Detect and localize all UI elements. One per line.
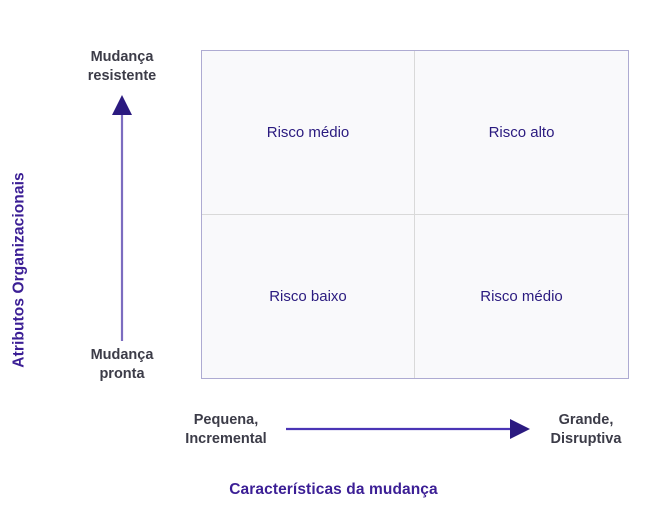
quadrant-top-left-label: Risco médio <box>266 123 350 141</box>
quadrant-top-right[interactable]: Risco alto <box>415 51 628 215</box>
y-axis-title: Atributos Organizacionais <box>0 150 40 390</box>
x-axis-right-label: Grande, Disruptiva <box>511 411 661 449</box>
y-axis-title-label: Atributos Organizacionais <box>11 172 29 368</box>
y-axis-top-label: Mudança resistente <box>57 48 187 85</box>
y-axis-bottom-label-line2: pronta <box>99 365 145 382</box>
x-axis-left-label: Pequena, Incremental <box>151 411 301 449</box>
x-axis-right-label-line1: Grande, <box>558 412 614 428</box>
quadrant-top-left[interactable]: Risco médio <box>202 51 415 215</box>
y-axis-top-label-line1: Mudança <box>90 49 154 65</box>
quadrant-bottom-right-label: Risco médio <box>480 287 563 305</box>
quadrant-top-right-label: Risco alto <box>488 123 555 141</box>
x-axis-right-label-line2: Disruptiva <box>550 430 622 447</box>
x-axis-title: Características da mudança <box>229 481 438 498</box>
quadrant-bottom-left[interactable]: Risco baixo <box>202 214 415 378</box>
quadrant-bottom-left-label: Risco baixo <box>269 287 347 305</box>
y-axis-bottom-label-line1: Mudança <box>90 347 154 363</box>
x-axis-left-label-line2: Incremental <box>185 430 267 447</box>
quadrant-bottom-right[interactable]: Risco médio <box>415 214 628 378</box>
arrow-up-icon <box>108 95 136 341</box>
x-axis-left-label-line1: Pequena, <box>193 412 259 428</box>
y-axis-bottom-label: Mudança pronta <box>57 346 187 383</box>
arrow-right-icon <box>286 416 530 442</box>
quadrant-grid: Risco médio Risco alto Risco baixo Risco… <box>201 50 629 379</box>
y-axis-top-label-line2: resistente <box>87 67 157 84</box>
